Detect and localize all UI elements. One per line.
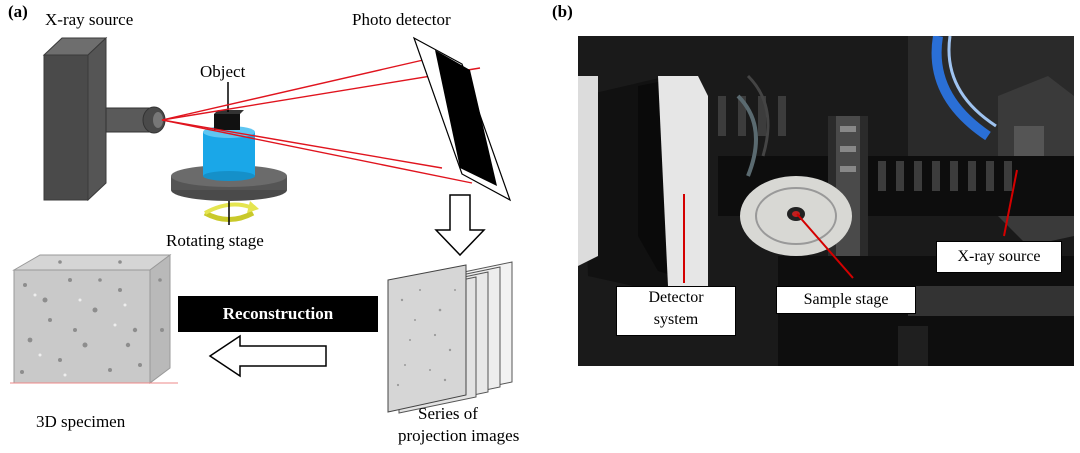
- rotation-arrow-icon: [203, 201, 259, 225]
- detector-label-line1: Detector: [648, 289, 704, 306]
- xray-source-pointer: [1003, 169, 1018, 237]
- left-arrow-icon: [208, 334, 327, 378]
- panel-a-tag: (a): [8, 2, 28, 21]
- specimen-label: 3D specimen: [36, 412, 126, 431]
- detector-system-label: Detector system: [616, 286, 736, 336]
- series-label-line2: projection images: [398, 426, 520, 445]
- specimen-cube: [10, 254, 178, 384]
- series-label-line1: Series of: [418, 404, 478, 423]
- object-label: Object: [200, 62, 246, 81]
- rotating-stage-label: Rotating stage: [166, 231, 264, 250]
- xray-source-photo-label: X-ray source: [936, 241, 1062, 273]
- xray-source-label: X-ray source: [45, 10, 134, 29]
- photo-detector: [412, 36, 512, 202]
- sample-stage-label: Sample stage: [776, 286, 916, 314]
- object-cylinder: [203, 110, 255, 181]
- down-arrow-icon: [434, 194, 486, 257]
- reconstruction-banner: Reconstruction: [178, 296, 378, 332]
- xray-source-device: [42, 36, 166, 202]
- xray-beams: [161, 57, 481, 184]
- projection-image-stack: [387, 261, 513, 414]
- photo-detector-label: Photo detector: [352, 10, 451, 29]
- detector-label-line2: system: [653, 311, 699, 328]
- panel-b-tag: (b): [552, 2, 573, 21]
- sample-stage-pointer: [796, 213, 854, 279]
